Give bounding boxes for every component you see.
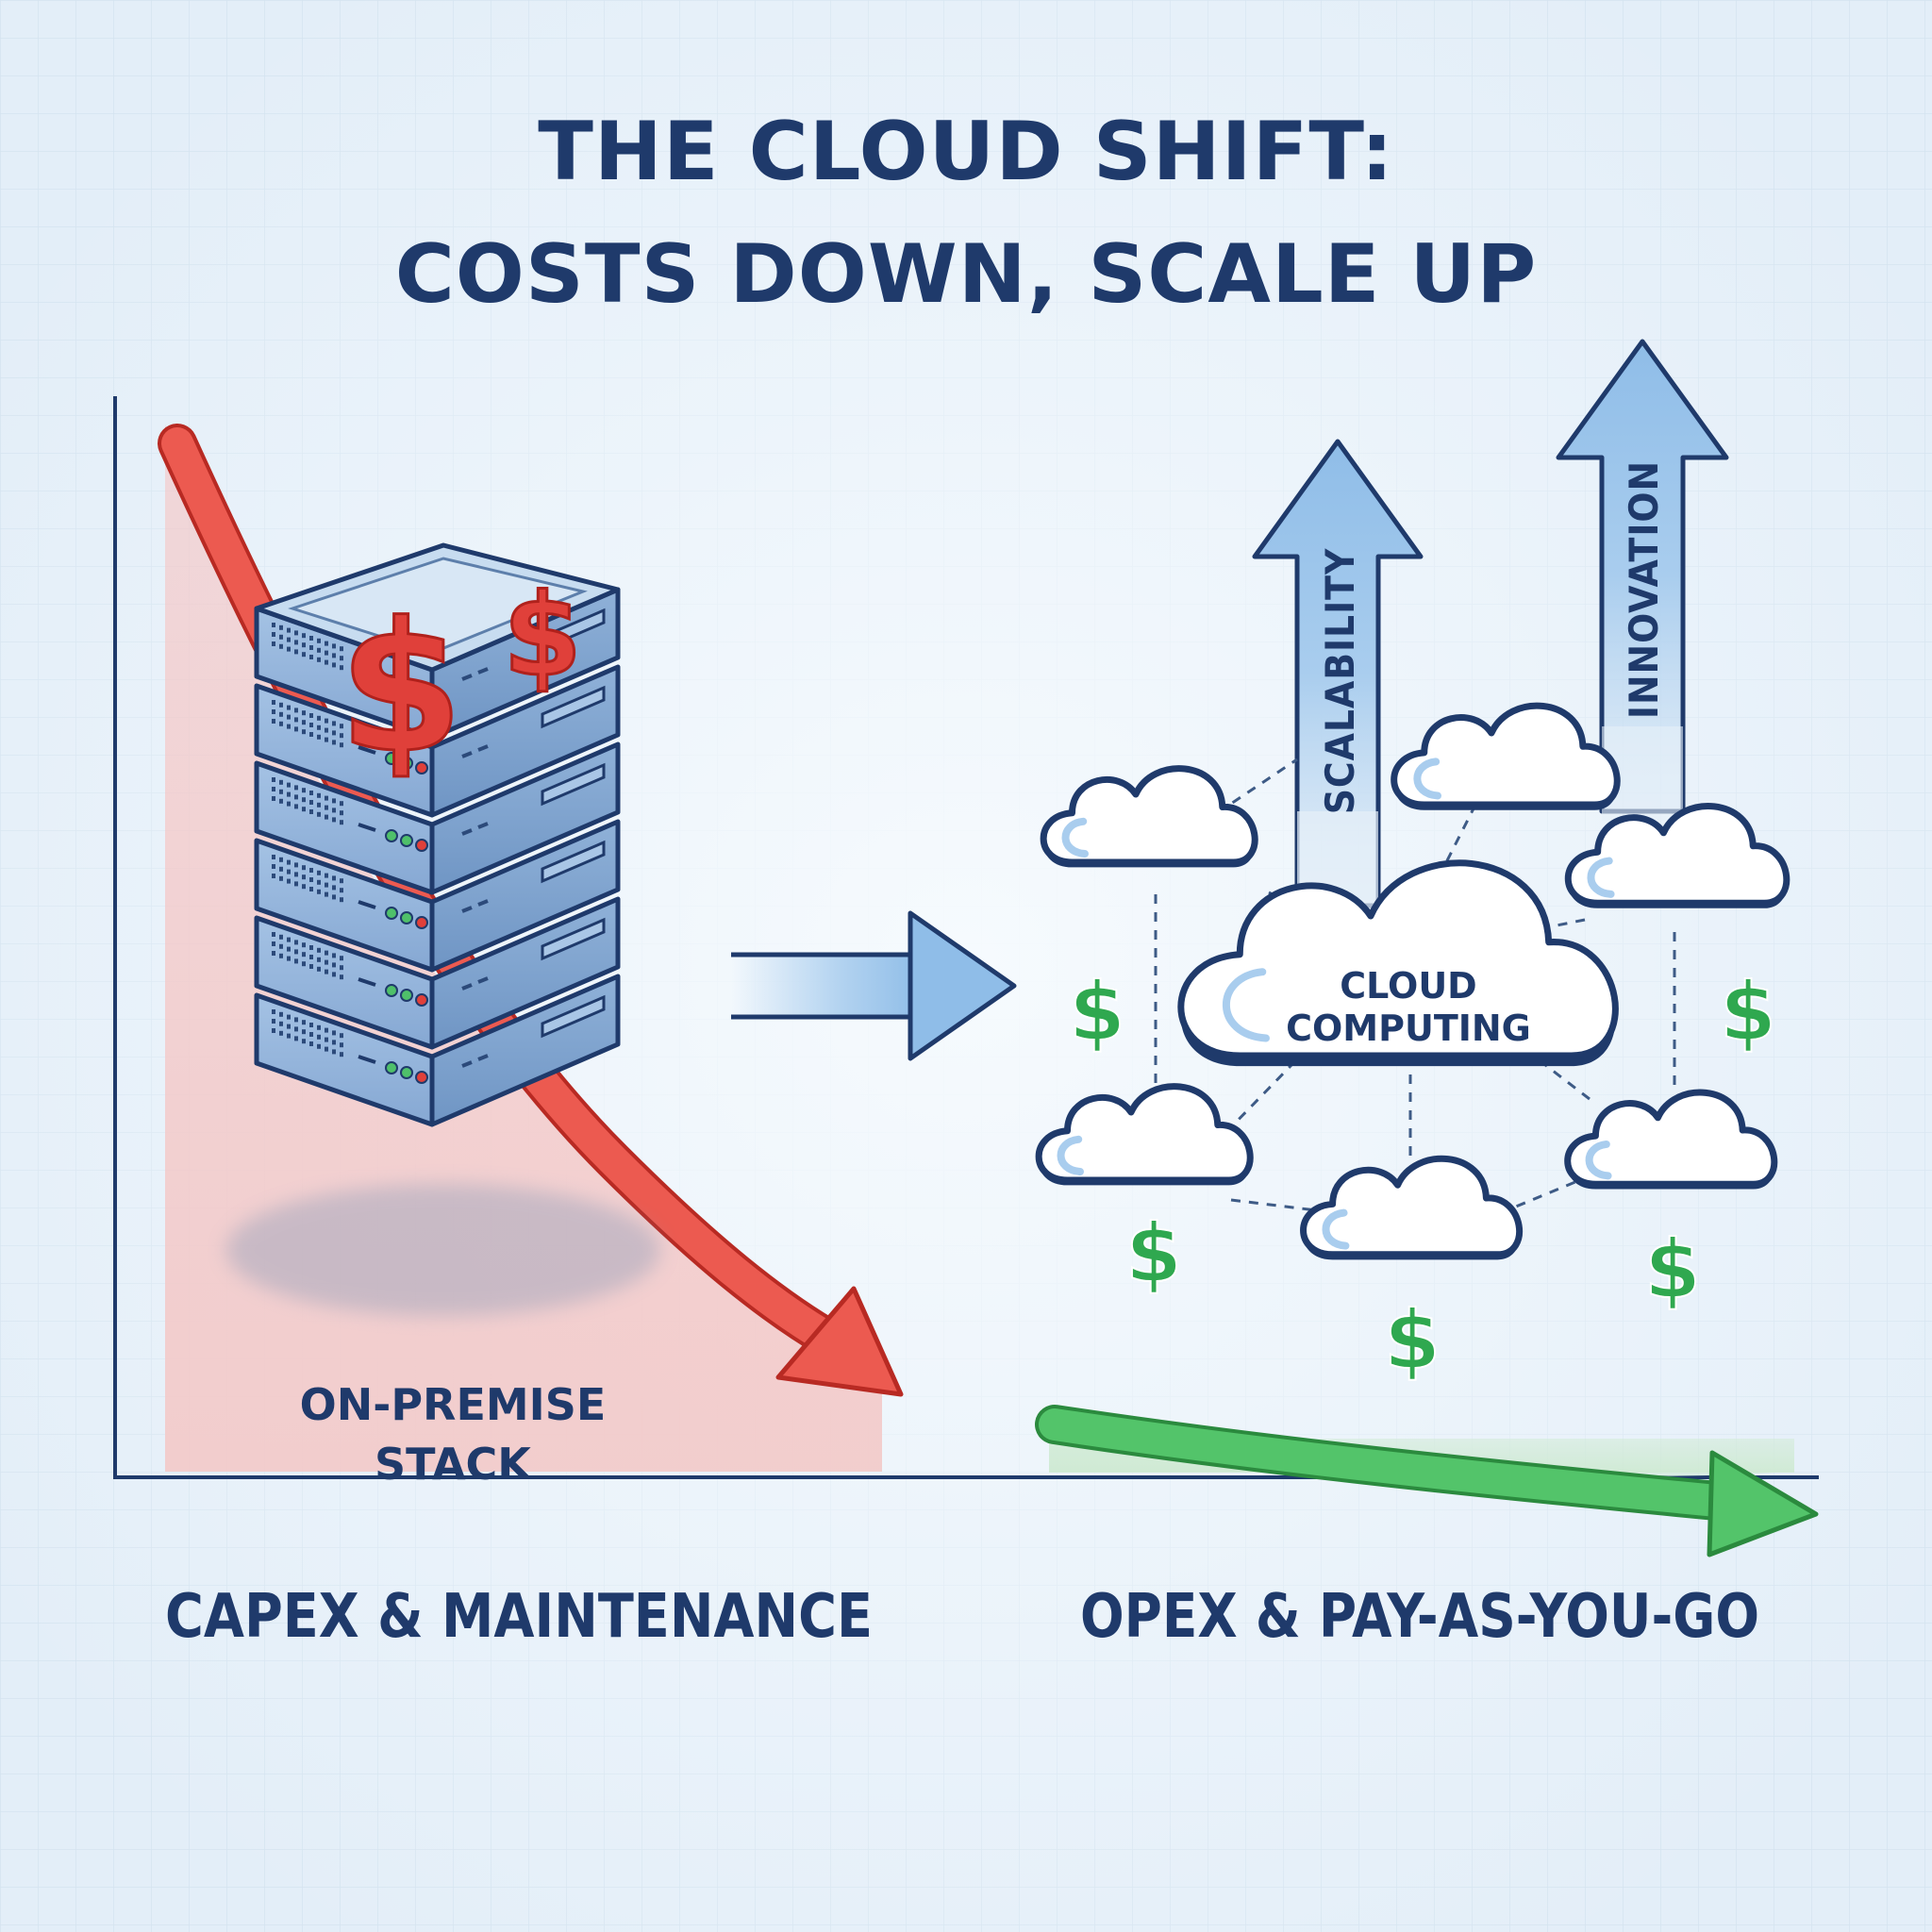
dollar-icon-green-5: $ (1384, 1293, 1441, 1388)
cloud-icon-central (1177, 859, 1619, 1067)
vent-grille (272, 700, 343, 748)
cloud-icon-bottom-right (1564, 1089, 1778, 1190)
stack-label-line-2: STACK (375, 1439, 533, 1490)
opex-label: OPEX & PAY-AS-YOU-GO (1080, 1582, 1759, 1652)
stack-label-line-1: ON-PREMISE (300, 1379, 607, 1430)
server-unit (254, 974, 621, 1127)
vent-grille (272, 855, 343, 903)
dollar-icon-green-1: $ (1069, 965, 1125, 1059)
indicator-lights (358, 668, 428, 697)
dollar-icon-red-large: $ (339, 584, 463, 792)
dollar-icon-red-small: $ (503, 571, 582, 702)
dollar-icon-green-2: $ (1720, 965, 1776, 1059)
title-line-2: COSTS DOWN, SCALE UP (395, 227, 1538, 322)
vent-grille (272, 1009, 343, 1058)
cloud-computing-label-line-2: COMPUTING (1286, 1008, 1531, 1049)
server-unit (254, 664, 621, 818)
cloud-computing-label-line-1: CLOUD (1340, 965, 1476, 1007)
capex-label: CAPEX & MAINTENANCE (165, 1582, 873, 1652)
pay-as-you-go-arrow (1035, 1405, 1819, 1557)
vent-grille (272, 932, 343, 980)
title-line-1: THE CLOUD SHIFT: (538, 105, 1393, 199)
indicator-lights (358, 823, 428, 852)
indicator-lights (358, 977, 428, 1007)
dollar-icon-green-4: $ (1644, 1223, 1701, 1317)
scalability-label: SCALABILITY (1317, 548, 1363, 815)
dollar-icon-green-3: $ (1125, 1207, 1182, 1301)
cloud-icon-bottom-left (1035, 1083, 1254, 1186)
on-premise-server-stack (226, 542, 660, 1316)
vent-grille (272, 777, 343, 825)
server-unit (254, 741, 621, 895)
innovation-label: INNOVATION (1621, 460, 1667, 719)
indicator-lights (358, 900, 428, 929)
cloud-icon-bottom-center (1300, 1155, 1524, 1260)
server-unit (254, 896, 621, 1050)
vent-grille (272, 623, 343, 671)
cloud-icon-top-left (1040, 765, 1258, 868)
cloud-icon-top-right (1391, 702, 1621, 810)
cloud-icon-right (1564, 803, 1790, 908)
indicator-lights (358, 1055, 428, 1084)
cloud-group (1035, 702, 1790, 1260)
transition-arrow (731, 910, 1017, 1061)
indicator-lights (358, 745, 428, 774)
server-unit (254, 819, 621, 973)
